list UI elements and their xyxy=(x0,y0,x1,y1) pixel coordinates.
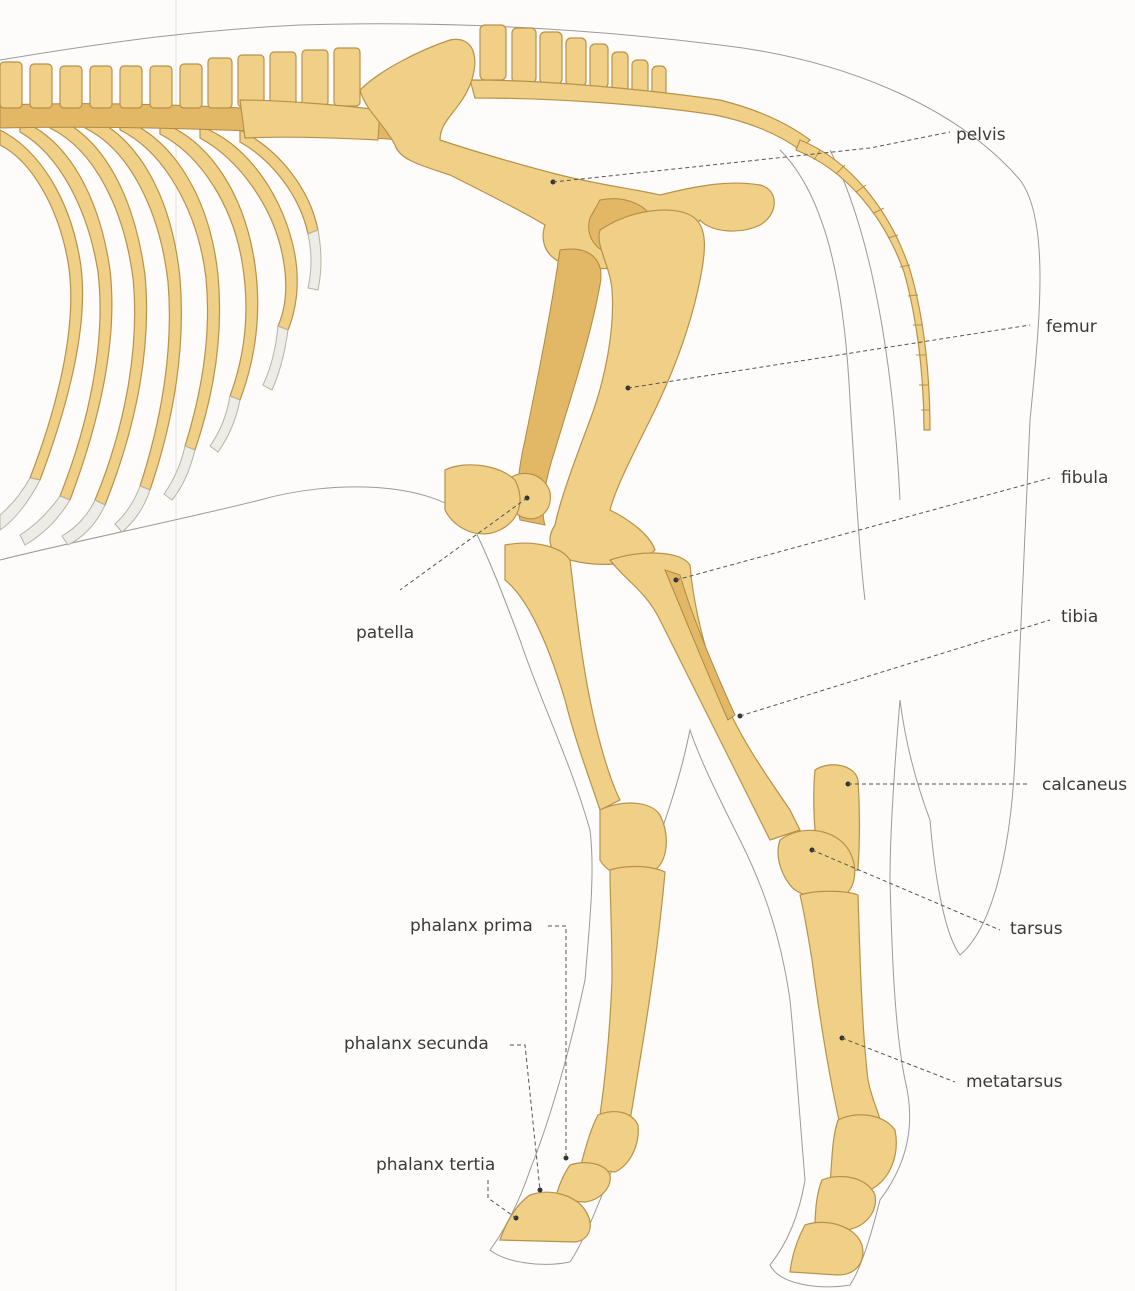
label-metatarsus: metatarsus xyxy=(966,1072,1063,1092)
label-phalanx-tertia: phalanx tertia xyxy=(376,1155,495,1175)
label-phalanx-secunda: phalanx secunda xyxy=(344,1034,489,1054)
tibia-bone xyxy=(610,553,800,840)
stifle-joint xyxy=(445,465,520,534)
leader-lines xyxy=(400,132,1050,1221)
metatarsus-bone xyxy=(800,891,880,1125)
label-fibula: fibula xyxy=(1061,468,1108,488)
near-phalanx-tertia xyxy=(790,1222,863,1275)
far-tibia xyxy=(505,543,620,810)
far-hock xyxy=(600,803,666,876)
label-phalanx-prima: phalanx prima xyxy=(410,916,533,936)
label-pelvis: pelvis xyxy=(956,125,1006,145)
label-patella: patella xyxy=(356,623,414,643)
rib-cage xyxy=(0,115,321,545)
thigh-line xyxy=(780,150,865,600)
tail-vertebrae xyxy=(796,140,930,430)
label-calcaneus: calcaneus xyxy=(1042,775,1127,795)
label-tarsus: tarsus xyxy=(1010,919,1063,939)
label-femur: femur xyxy=(1046,317,1097,337)
far-cannon xyxy=(600,866,665,1120)
label-tibia: tibia xyxy=(1061,607,1098,627)
